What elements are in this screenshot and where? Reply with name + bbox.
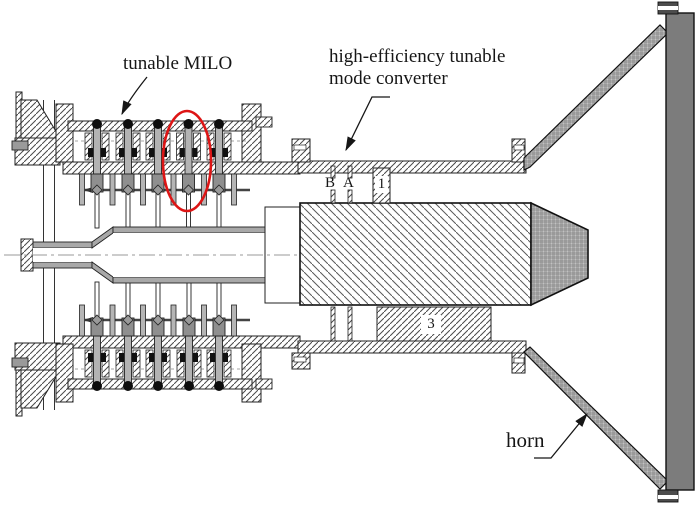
anode-tube-top (112, 226, 266, 234)
horn-section (523, 1, 695, 503)
tuning-pins (330, 165, 353, 342)
converter-leader-arrow (345, 96, 390, 152)
inner-conductor-cone (530, 201, 589, 307)
label-marker-1: 1 (375, 176, 388, 193)
label-horn: horn (506, 428, 545, 452)
horn-wall-bottom (523, 346, 669, 490)
milo-post-top-left (55, 103, 74, 163)
label-mode-converter: high-efficiency tunable mode converter (329, 46, 505, 90)
label-marker-a: A (343, 175, 354, 191)
label-tunable-milo: tunable MILO (123, 53, 233, 74)
milo-section (11, 91, 301, 417)
left-flange-top (11, 91, 61, 166)
label-mode-converter-line1: high-efficiency tunable (329, 46, 506, 67)
label-mode-converter-line2: mode converter (329, 67, 448, 89)
label-marker-3: 3 (421, 315, 441, 334)
left-flange-bottom (11, 342, 61, 417)
support-block-3 (376, 306, 492, 342)
inner-conductor-body (299, 202, 532, 306)
dielectric-window-panel (665, 12, 695, 491)
anode-tube-bottom (112, 276, 266, 284)
milo-post-bottom-right (241, 343, 262, 403)
horn-leader-arrow (534, 412, 588, 459)
highlight-ellipse (161, 109, 213, 213)
milo-post-top-right (241, 103, 262, 163)
converter-wall-bottom (297, 340, 527, 354)
label-marker-b: B (325, 175, 336, 191)
milo-post-bottom-left (55, 343, 74, 403)
milo-leader-arrow (121, 76, 148, 116)
mode-converter-section (264, 138, 589, 374)
horn-wall-top (523, 24, 669, 171)
